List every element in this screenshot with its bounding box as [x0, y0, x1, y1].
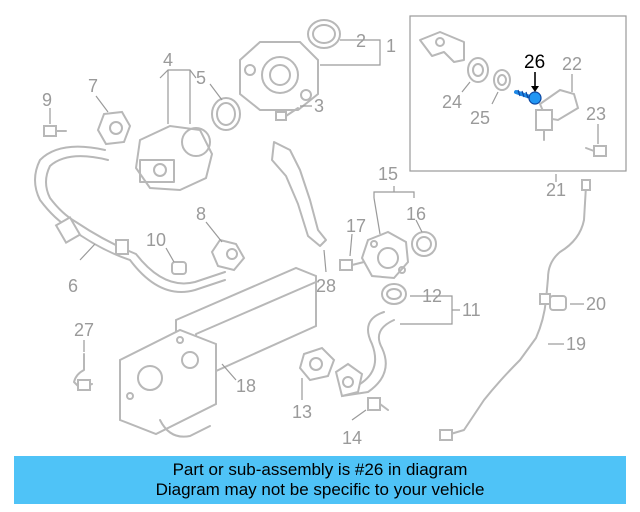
info-banner: Part or sub-assembly is #26 in diagram D…	[14, 456, 626, 504]
gasket-5	[211, 97, 241, 131]
callout-28: 28	[316, 276, 336, 296]
screw-26	[514, 89, 542, 105]
banner-line-1: Part or sub-assembly is #26 in diagram	[172, 460, 468, 479]
egr-pipe-11	[334, 311, 395, 398]
gasket-8	[210, 238, 246, 272]
callout-4: 4	[163, 50, 173, 70]
callout-15: 15	[378, 164, 398, 184]
pressure-sensor-22	[535, 88, 580, 141]
parts-diagram: 1 2 3 4 5 6 7 8	[34, 15, 627, 448]
callout-9: 9	[42, 90, 52, 110]
callout-1: 1	[386, 36, 396, 56]
callout-26: 26	[524, 52, 545, 73]
egr-cooler-18	[119, 266, 317, 438]
gasket-2	[307, 19, 341, 49]
sensor-27	[73, 353, 93, 391]
bracket	[419, 31, 465, 63]
callout-22: 22	[562, 54, 582, 74]
pressure-pipe-19	[439, 179, 591, 441]
callout-12: 12	[422, 286, 442, 306]
bolt-9	[43, 125, 67, 137]
gasket-13	[298, 346, 336, 382]
flange-15	[360, 230, 410, 280]
callout-2: 2	[356, 31, 366, 51]
bolt-14	[367, 397, 389, 411]
grommet-24	[467, 57, 489, 83]
callout-27: 27	[74, 320, 94, 340]
callout-11: 11	[462, 300, 481, 320]
egr-valve	[134, 124, 214, 192]
seal-12	[381, 283, 407, 305]
bolt-3	[275, 107, 299, 121]
callout-18: 18	[236, 376, 256, 396]
seal-16	[411, 231, 437, 257]
callout-8: 8	[196, 204, 206, 224]
egr-pipe-6	[34, 145, 226, 293]
callout-10: 10	[146, 230, 166, 250]
callout-17: 17	[346, 216, 366, 236]
callout-20: 20	[586, 294, 606, 314]
gasket-7	[96, 110, 132, 146]
callout-16: 16	[406, 204, 426, 224]
callout-6: 6	[68, 276, 78, 296]
callout-21: 21	[546, 180, 566, 200]
callout-13: 13	[292, 402, 312, 422]
callout-24: 24	[442, 92, 462, 112]
egr-valve-housing	[239, 41, 319, 111]
inset-box	[409, 15, 627, 172]
callout-14: 14	[342, 428, 362, 448]
banner-line-2: Diagram may not be specific to your vehi…	[155, 480, 485, 499]
callout-19: 19	[566, 334, 586, 354]
bolt-17	[339, 259, 365, 271]
bracket-28	[271, 141, 327, 247]
callout-3: 3	[314, 96, 324, 116]
callout-7: 7	[88, 76, 98, 96]
spacer-25	[493, 69, 511, 91]
callout-25: 25	[470, 108, 490, 128]
callout-5: 5	[196, 68, 206, 88]
leader-1	[320, 39, 381, 66]
nut-10	[171, 261, 187, 275]
clip-20	[549, 295, 567, 311]
callout-23: 23	[586, 104, 606, 124]
bolt-23	[585, 145, 607, 157]
